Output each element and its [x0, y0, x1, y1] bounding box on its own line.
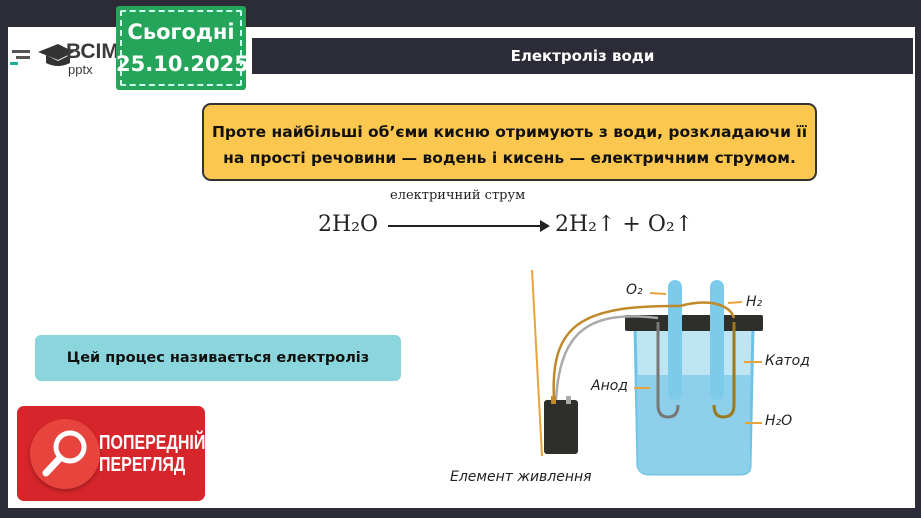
- label-o2: O₂: [626, 282, 643, 298]
- slide-title: Електроліз води: [252, 38, 913, 74]
- label-water: H₂O: [765, 413, 793, 429]
- callout-box: Проте найбільші об’єми кисню отримують з…: [202, 103, 817, 181]
- logo-icon: [10, 44, 74, 66]
- logo-text: ВСІМ: [66, 40, 119, 63]
- label-h2: H₂: [746, 294, 763, 310]
- date-value: 25.10.2025: [116, 52, 249, 76]
- preview-button[interactable]: ПОПЕРЕДНІЙ ПЕРЕГЛЯД: [17, 406, 205, 501]
- electrolysis-apparatus-illustration: [531, 269, 763, 476]
- date-label: Сьогодні: [127, 20, 235, 44]
- label-cathode: Катод: [765, 353, 810, 369]
- equation-condition: електричний струм: [390, 188, 526, 203]
- equation-products: 2H₂↑ + O₂↑: [555, 212, 694, 237]
- preview-line1: ПОПЕРЕДНІЙ: [99, 432, 206, 454]
- magnifier-icon: [30, 419, 100, 489]
- arrow-right-icon: [388, 220, 550, 232]
- electrolysis-diagram: O₂ H₂ Катод Анод H₂O Елемент живлення: [420, 269, 840, 500]
- equation: електричний струм 2H₂O 2H₂↑ + O₂↑: [310, 188, 710, 248]
- equation-reactants: 2H₂O: [318, 212, 379, 237]
- label-anode: Анод: [591, 378, 628, 394]
- preview-line2: ПЕРЕГЛЯД: [99, 454, 186, 476]
- logo-subtext: pptx: [68, 62, 93, 77]
- definition-box: Цей процес називається електроліз: [35, 335, 401, 381]
- label-battery: Елемент живлення: [450, 469, 592, 485]
- date-badge: Сьогодні 25.10.2025: [116, 6, 249, 90]
